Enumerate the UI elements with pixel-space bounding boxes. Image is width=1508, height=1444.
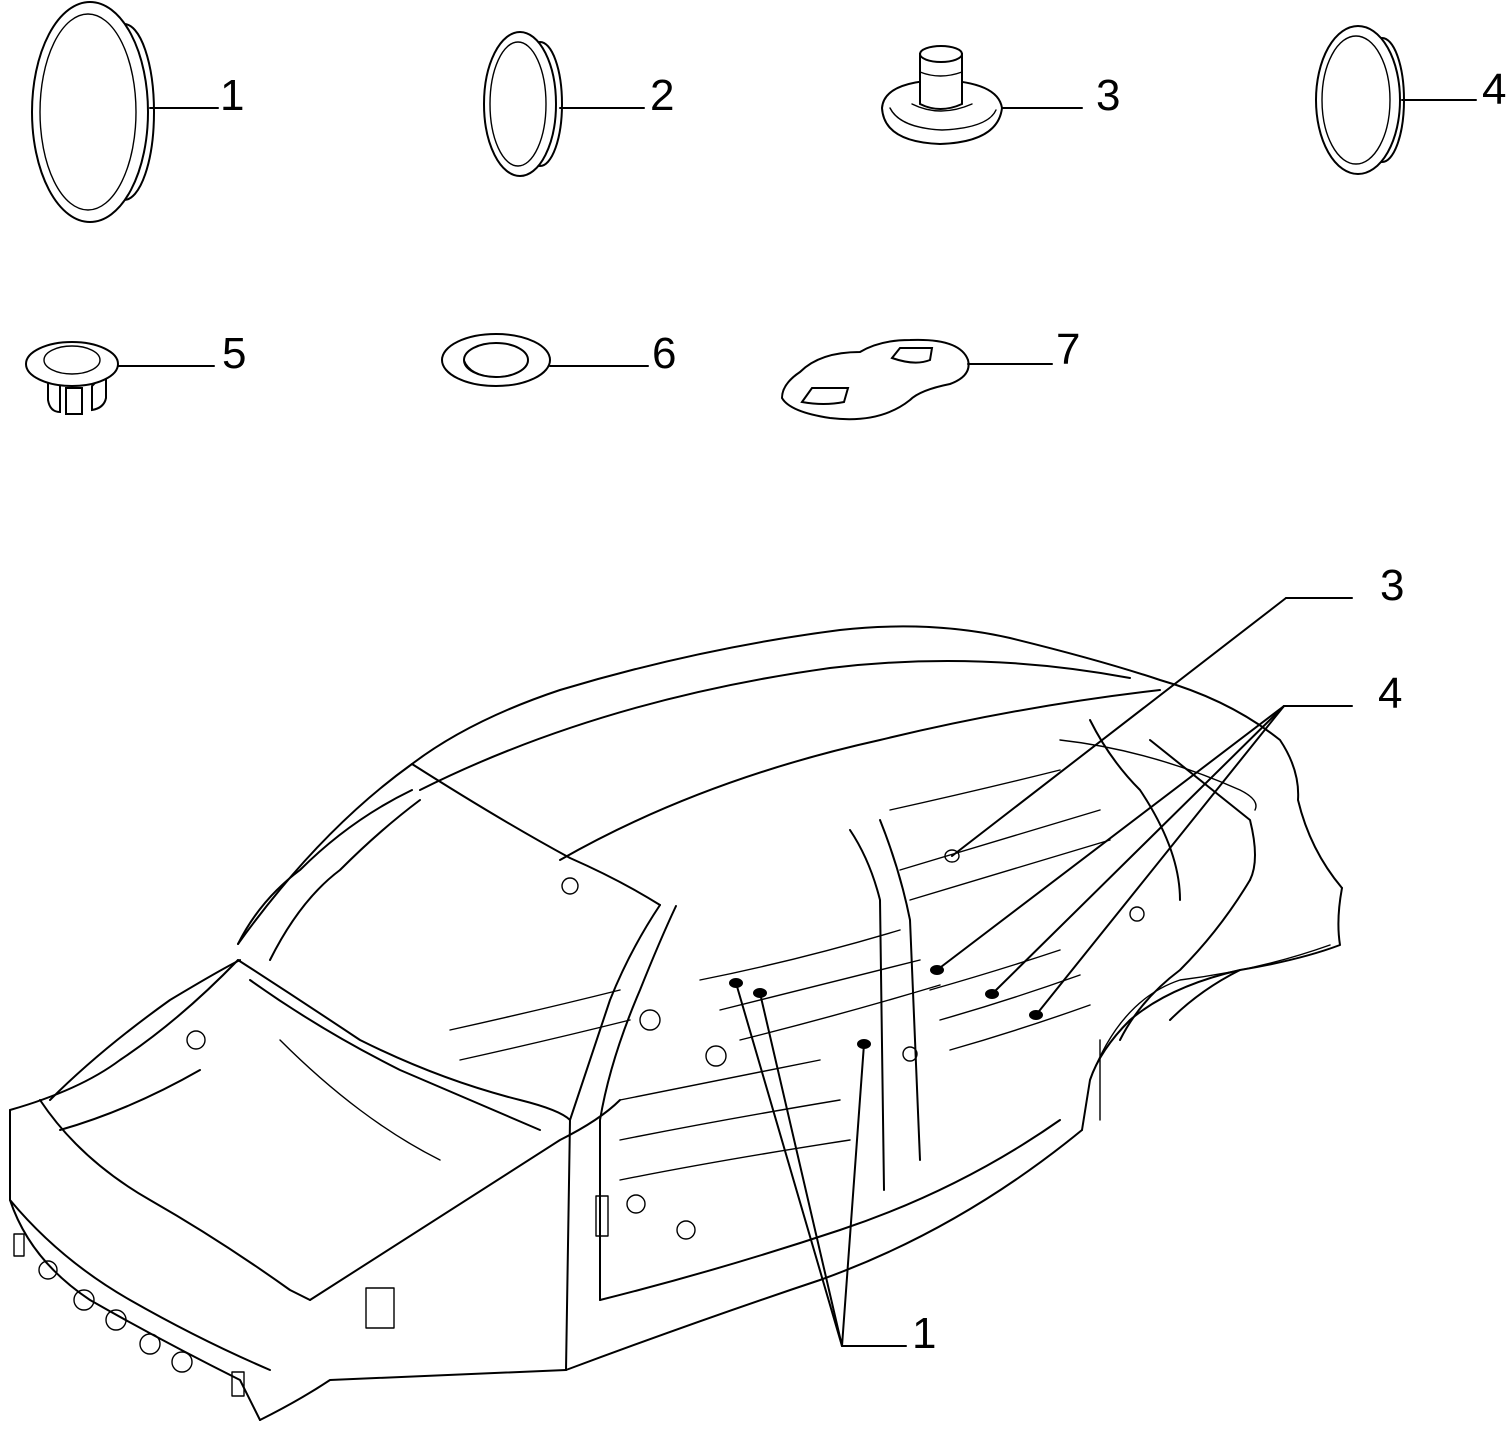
part-7-label: 7 bbox=[1056, 325, 1080, 374]
oval-plug-icon bbox=[1315, 25, 1405, 175]
part-4-label: 4 bbox=[1482, 65, 1506, 114]
part-5-label: 5 bbox=[222, 329, 246, 378]
part-6-label: 6 bbox=[652, 329, 676, 378]
part-1-large-round-plug: 1 bbox=[31, 1, 244, 223]
plug-location-3 bbox=[944, 849, 960, 863]
body-callout-1-label: 1 bbox=[912, 1309, 936, 1358]
body-callout-3-label: 3 bbox=[1380, 561, 1404, 610]
part-3-label: 3 bbox=[1096, 71, 1120, 120]
snap-clip-plug-icon bbox=[25, 341, 119, 415]
part-2-medium-round-plug: 2 bbox=[483, 31, 674, 177]
medium-round-plug-icon bbox=[483, 31, 563, 177]
part-4-oval-plug: 4 bbox=[1315, 25, 1506, 175]
grommet-ring-icon bbox=[441, 333, 551, 387]
body-callout-1: 1 bbox=[735, 982, 936, 1358]
shaped-pad-icon bbox=[780, 338, 970, 421]
part-6-grommet-ring: 6 bbox=[441, 329, 676, 387]
car-body-shell bbox=[9, 625, 1343, 1421]
body-callout-4-label: 4 bbox=[1378, 669, 1402, 718]
part-7-shaped-pad: 7 bbox=[780, 325, 1080, 421]
large-round-plug-icon bbox=[31, 1, 155, 223]
part-5-snap-clip-plug: 5 bbox=[25, 329, 246, 415]
body-plug-locations bbox=[729, 849, 1043, 1049]
part-3-stepped-plug: 3 bbox=[880, 45, 1120, 146]
part-1-label: 1 bbox=[220, 71, 244, 120]
body-callout-4: 4 bbox=[936, 669, 1402, 1016]
part-2-label: 2 bbox=[650, 71, 674, 120]
body-callout-3: 3 bbox=[951, 561, 1404, 857]
stepped-plug-icon bbox=[880, 45, 1004, 146]
